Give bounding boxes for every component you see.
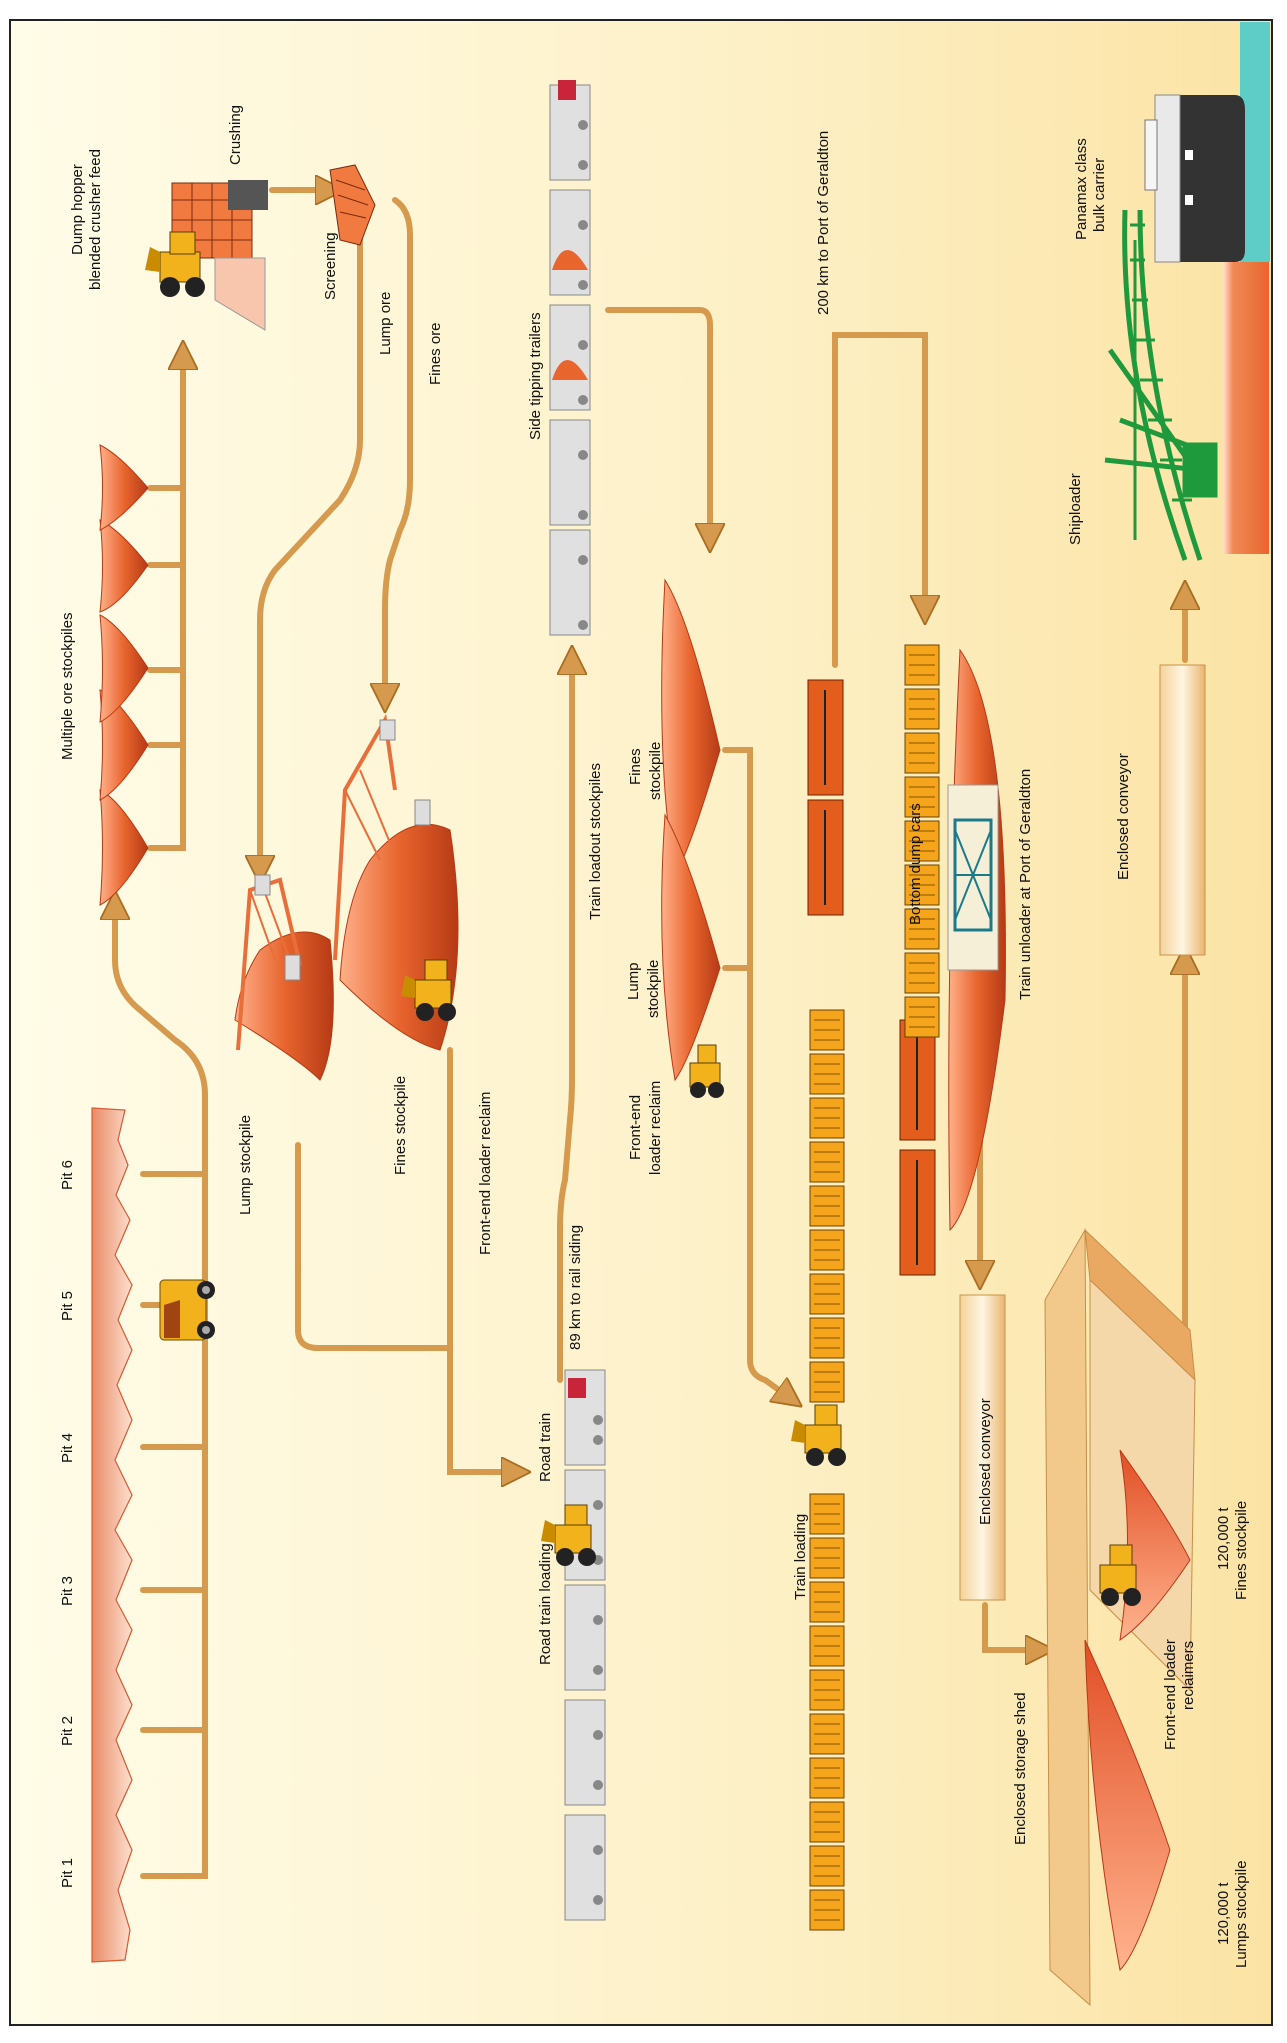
label-lump-stockpile2-1: Lump: [625, 962, 642, 1000]
label-dump-hopper-1: Dump hopper: [69, 164, 86, 255]
label-crushing: Crushing: [227, 105, 244, 165]
label-fines-stockpile: Fines stockpile: [392, 1076, 409, 1175]
label-fel-reclaimers-2: reclaimers: [1180, 1641, 1197, 1710]
label-panamax-1: Panamax class: [1073, 138, 1090, 240]
label-pit3: Pit 3: [59, 1576, 76, 1606]
label-bottom-dump: Bottom dump cars: [907, 803, 924, 925]
label-port-distance: 200 km to Port of Geraldton: [815, 131, 832, 315]
bulk-carrier-icon: [1145, 95, 1245, 262]
label-pit5: Pit 5: [59, 1291, 76, 1321]
port-stockpile-block: [1224, 262, 1269, 554]
label-fel-reclaim2-1: Front-end: [627, 1095, 644, 1160]
label-lumps-120-1: 120,000 t: [1215, 1882, 1232, 1945]
label-rail-siding: 89 km to rail siding: [567, 1225, 584, 1350]
road-train-lower: [565, 1370, 605, 1920]
label-enclosed-conveyor-1: Enclosed conveyor: [977, 1398, 994, 1525]
label-train-loadout: Train loadout stockpiles: [587, 763, 604, 920]
enclosed-conveyor-2: [1160, 665, 1205, 955]
label-lump-stockpile: Lump stockpile: [237, 1115, 254, 1215]
label-pit2: Pit 2: [59, 1716, 76, 1746]
label-train-unloader: Train unloader at Port of Geraldton: [1017, 769, 1034, 1000]
label-train-loading: Train loading: [792, 1514, 809, 1600]
label-fel-reclaimers-1: Front-end loader: [1162, 1639, 1179, 1750]
label-lump-stockpile2-2: stockpile: [645, 960, 662, 1018]
label-enclosed-conveyor-2: Enclosed conveyor: [1115, 753, 1132, 880]
label-fel-reclaim: Front-end loader reclaim: [477, 1092, 494, 1255]
label-enclosed-shed: Enclosed storage shed: [1012, 1692, 1029, 1845]
label-panamax-2: bulk carrier: [1091, 158, 1108, 232]
label-pit4: Pit 4: [59, 1433, 76, 1463]
label-lumps-120-2: Lumps stockpile: [1233, 1860, 1250, 1968]
label-road-train-loading: Road train loading: [537, 1543, 554, 1665]
label-side-tipping: Side tipping trailers: [527, 312, 544, 440]
label-road-train: Road train: [537, 1413, 554, 1482]
label-dump-hopper-2: blended crusher feed: [87, 149, 104, 290]
label-multiple-stockpiles: Multiple ore stockpiles: [59, 612, 76, 760]
label-pit1: Pit 1: [59, 1858, 76, 1888]
label-fines-ore: Fines ore: [427, 322, 444, 385]
label-pit6: Pit 6: [59, 1160, 76, 1190]
label-fines-stockpile2-1: Fines: [627, 748, 644, 785]
road-train-upper: [550, 80, 590, 635]
label-fines-120-1: 120,000 t: [1215, 1507, 1232, 1570]
label-fines-120-2: Fines stockpile: [1233, 1501, 1250, 1600]
label-shiploader: Shiploader: [1067, 473, 1084, 545]
label-lump-ore: Lump ore: [377, 292, 394, 355]
label-fines-stockpile2-2: stockpile: [647, 742, 664, 800]
label-screening: Screening: [322, 232, 339, 300]
label-fel-reclaim2-2: loader reclaim: [647, 1081, 664, 1175]
